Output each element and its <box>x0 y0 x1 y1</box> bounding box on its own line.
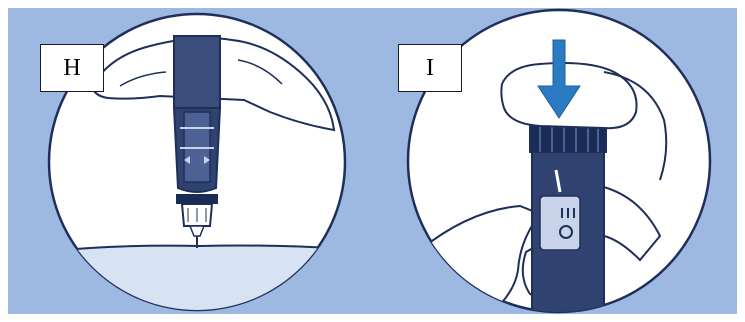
panel-h <box>47 12 347 312</box>
pen-injector-icon <box>172 35 222 237</box>
step-label-i: I <box>398 44 462 92</box>
down-arrow-icon <box>537 39 581 119</box>
pen-injector-icon <box>531 149 605 312</box>
step-label-h: H <box>40 44 104 92</box>
